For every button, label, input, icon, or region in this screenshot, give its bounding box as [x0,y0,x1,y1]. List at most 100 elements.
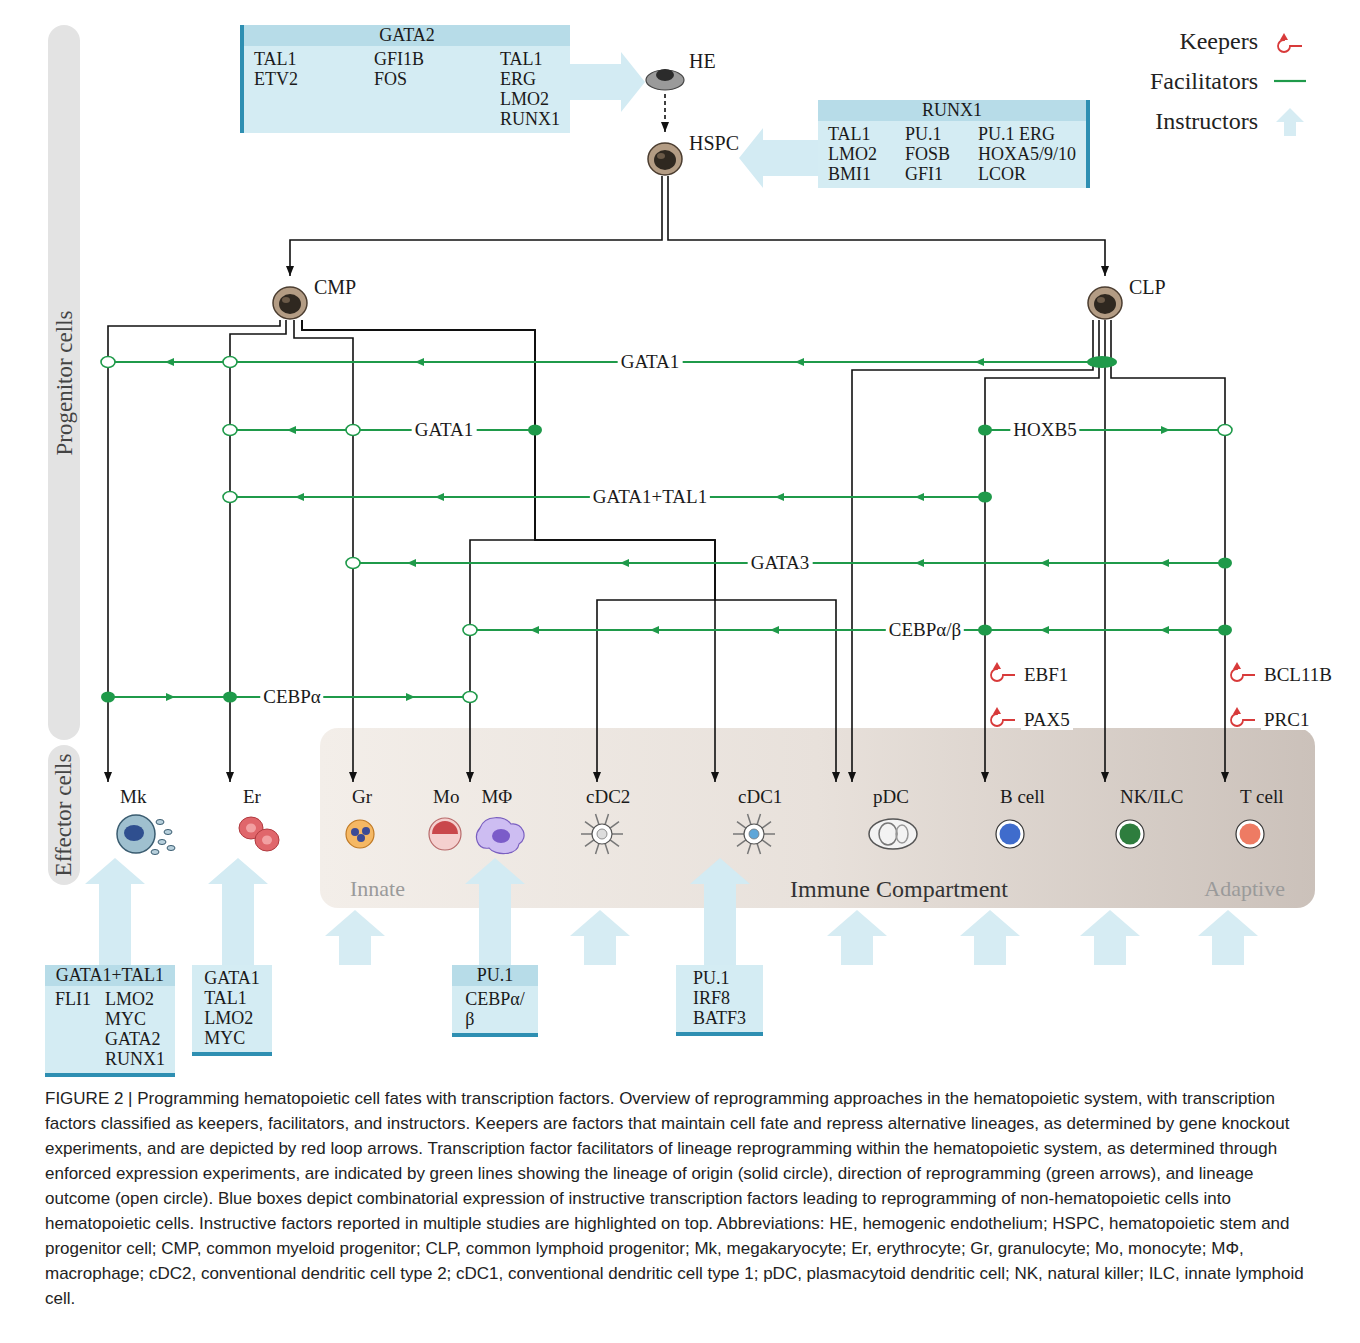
outcome-circle [223,492,237,503]
factor-box: PU.1 IRF8 BATF3 [676,965,763,1036]
factor-label: CEBPα [260,686,323,707]
legend-sample [1270,26,1310,56]
origin-dot [101,692,115,703]
box-body: PU.1 IRF8 BATF3 [676,965,763,1032]
cell-icon-part [592,824,612,844]
cell-icon-part [167,846,175,851]
factor-list: TAL1 ETV2 [254,49,298,129]
label-row: Mk [95,786,178,808]
direction-arrow [1160,626,1169,634]
outcome-circle [346,558,360,569]
factor-box: GATA1+TAL1FLI1LMO2 MYC GATA2 RUNX1 [45,965,175,1077]
cell-icon-part [737,822,746,828]
factor-list: PU.1 FOSB GFI1 [905,124,950,184]
factor-list: GFI1B FOS [374,49,424,129]
origin-dot [223,692,237,703]
cell-icon-part [1097,297,1105,303]
cell-icon-part [117,815,155,853]
instructor-arrow [739,128,818,188]
effector-cell: cDC2 [572,782,634,858]
box-body: GATA1 TAL1 LMO2 MYC [192,965,272,1052]
cell-icon-part [282,297,290,303]
cell-icon [340,808,390,858]
keeper-label: PRC1 [1261,709,1312,730]
box-header: RUNX1 [818,100,1086,121]
box-body: TAL1 LMO2 BMI1PU.1 FOSB GFI1PU.1 ERG HOX… [818,121,1086,188]
effector-cell: Mk [95,782,178,858]
keeper-label: BCL11B [1261,664,1335,685]
label-row: cDC2 [572,786,634,808]
cell-icon-part [869,819,917,849]
direction-arrow [770,626,779,634]
cell-icon-part [654,150,676,170]
keeper-arrowhead [993,707,1001,714]
cell-icon-part [657,153,665,159]
keeper-loop [1231,667,1255,681]
cell-icon-part [279,294,301,314]
cell-icon-part [896,825,908,843]
cell-icon-part [596,844,599,854]
cell-label: CMP [314,276,356,298]
keeper-arrowhead [1233,707,1241,714]
effector-cell: pDC [825,782,931,858]
cell-icon-part [477,818,524,854]
cell-icon [108,808,178,858]
compartment-label: Adaptive [1204,876,1285,901]
effector-cell: MoMΦ [425,782,535,858]
label-row: Gr [338,786,390,808]
cell-icon-part [757,814,760,824]
caption: FIGURE 2 | Programming hematopoietic cel… [45,1089,1304,1308]
box-heading: RUNX1 [922,100,982,120]
label-holder: PAX5 [1021,709,1073,731]
box-header: PU.1 [452,965,538,986]
label-holder: GATA1+TAL1 [590,486,710,508]
cell-label: pDC [873,786,909,808]
label-row: pDC [825,786,931,808]
instructor-arrow-decor [960,910,1020,965]
cell-icon-part [124,825,144,841]
effector-cell: NK/ILC [1090,782,1183,858]
facilitator-line [470,629,1225,631]
keeper-arrowhead [1233,662,1241,669]
legend-text: Instructors [1155,107,1258,135]
facilitator-line [108,361,1102,363]
outcome-circle [346,425,360,436]
factor-list: TAL1 ERG LMO2 RUNX1 [500,49,560,129]
keeper-loop [1231,712,1255,726]
legend: KeepersFacilitatorsInstructors [1120,26,1310,136]
cell-icon-part [762,840,771,846]
factor-list: GATA1 TAL1 LMO2 MYC [204,968,260,1048]
outcome-circle [223,357,237,368]
origin-dot [978,425,992,436]
section-band: Progenitor cells [48,25,80,740]
cell-icon-part [762,822,771,828]
keeper-label: PAX5 [1021,709,1073,730]
cell-icon-part [646,70,684,90]
box-body: FLI1LMO2 MYC GATA2 RUNX1 [45,986,175,1073]
direction-arrow [795,358,804,366]
label-holder: PRC1 [1261,709,1312,731]
cell-icon [270,284,310,320]
origin-dot [1218,625,1232,636]
cell-icon [1085,284,1125,320]
legend-text: Keepers [1179,27,1258,55]
origin-dot [1218,558,1232,569]
label-row: cDC1 [700,786,786,808]
cell-icon-part [357,834,365,842]
cell-icon [861,808,931,858]
cell-icon [1228,808,1278,858]
cell-label: CLP [1129,276,1166,298]
compartment-label: Immune Compartment [790,876,1008,902]
cell-label: cDC1 [738,786,782,808]
label-holder: Adaptive [1204,876,1285,902]
cell-icon-part [996,820,1024,848]
direction-arrow [975,358,984,366]
outcome-circle [463,625,477,636]
factor-list: FLI1 [55,989,91,1069]
label-holder: CEBPα [260,686,323,708]
direction-arrow [415,358,424,366]
lineage-line [302,320,715,782]
factor-box: PU.1CEBPα/β [452,965,538,1037]
cell-icon-part [432,821,458,834]
instructor-arrow [690,858,750,965]
